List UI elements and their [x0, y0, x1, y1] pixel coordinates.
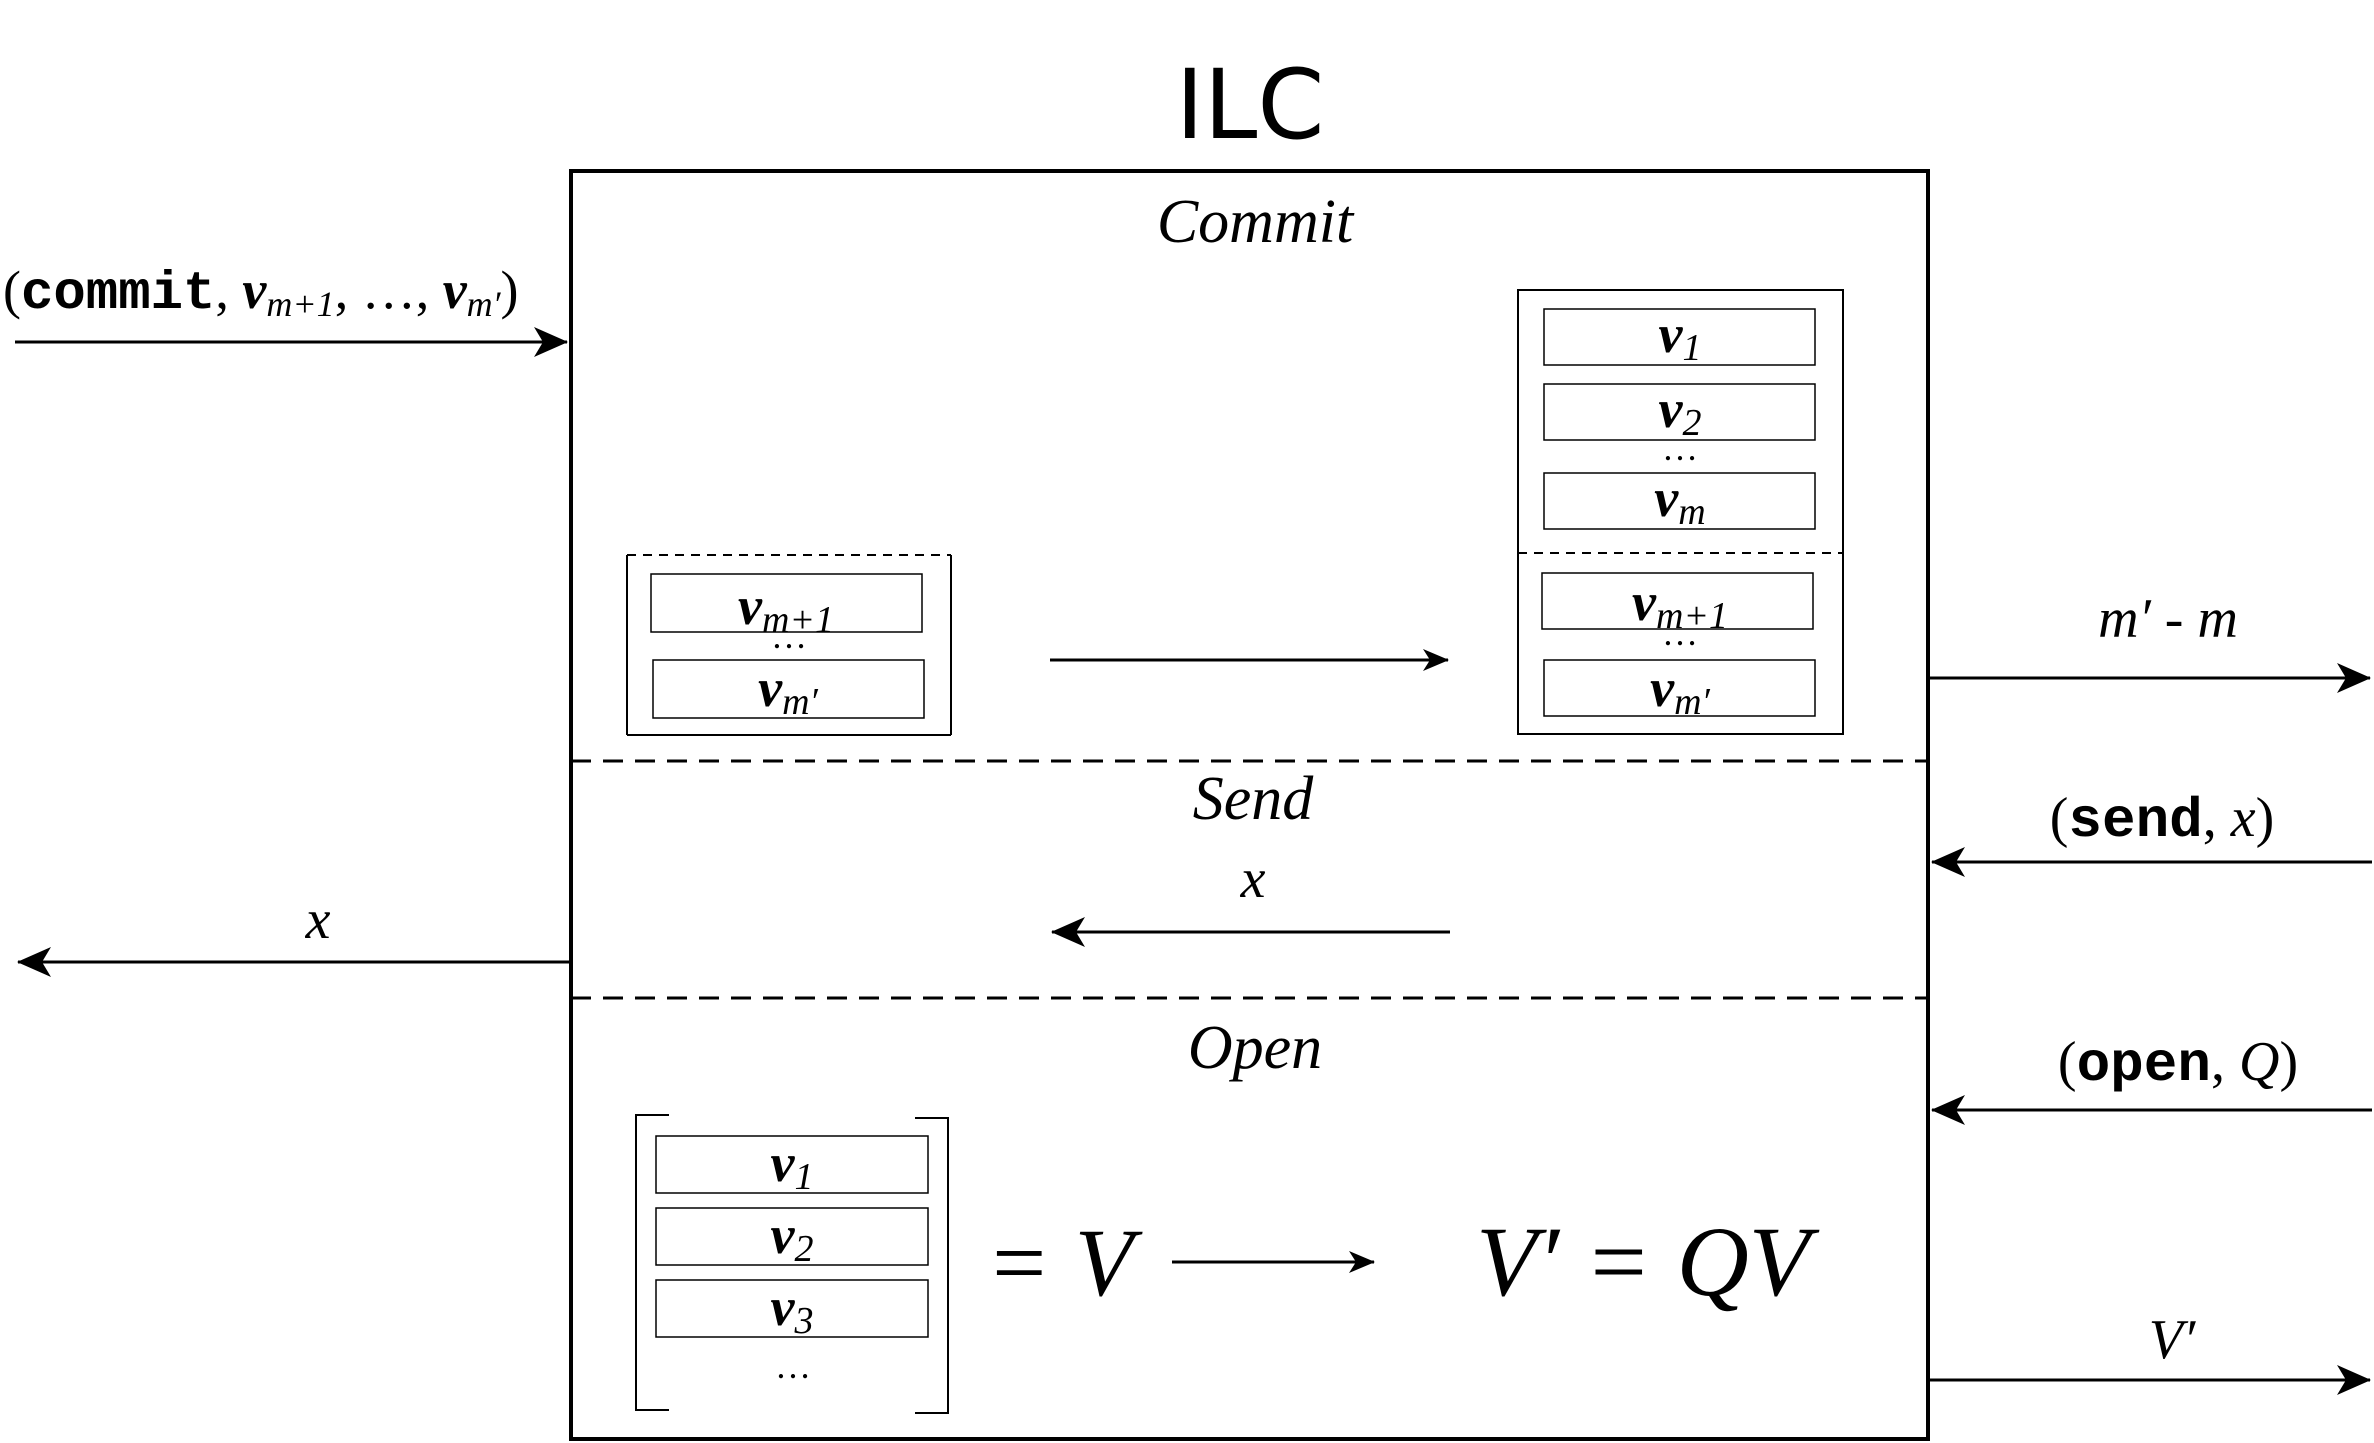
vector-label: v1 [1659, 304, 1702, 369]
ellipsis: … [775, 1346, 811, 1386]
vector-cell-m-plus-1 [650, 573, 923, 633]
result-equation: V′ = QV [1476, 1206, 1820, 1317]
stored-vectors-box: v1 v2 … vm vm+1 … vm′ [1517, 289, 1844, 735]
open-input-label: (open, Q) [2058, 1031, 2298, 1097]
new-vectors-box: vm+1 … vm′ [626, 554, 952, 736]
vector-cell-1 [1543, 308, 1816, 366]
vector-cell-2 [1543, 383, 1816, 441]
equals-v-label: = V [986, 1209, 1143, 1316]
vector-cell-m [1543, 472, 1816, 530]
diagram-title: ILC [1176, 49, 1325, 161]
vector-cell-m-plus-1 [1541, 572, 1814, 630]
vector-label: v3 [771, 1277, 814, 1342]
commit-output-label: m′ - m [2098, 588, 2238, 650]
matrix-vector-cell-1 [655, 1135, 929, 1194]
open-output-label: V′ [2149, 1309, 2196, 1371]
vector-label: v2 [771, 1205, 814, 1270]
send-input-label: (send, x) [2050, 787, 2275, 853]
send-section-label: Send [1193, 765, 1315, 833]
vector-label: vm′ [758, 658, 818, 723]
matrix-vector-cell-3 [655, 1279, 929, 1338]
vector-label: vm [1654, 468, 1705, 533]
vector-label: v1 [771, 1133, 814, 1198]
vector-label: vm′ [1650, 658, 1710, 723]
ilc-box [569, 169, 1930, 1441]
ellipsis: … [1662, 428, 1698, 468]
commit-input-label: (commit, vm+1, …, vm′) [3, 260, 519, 325]
vector-cell-m-prime [652, 659, 925, 719]
vector-cell-m-prime [1543, 659, 1816, 717]
vector-label: v2 [1659, 379, 1702, 444]
ellipsis: … [771, 616, 807, 656]
open-section-label: Open [1188, 1014, 1322, 1082]
matrix-bracket-left [635, 1114, 669, 1411]
vector-label: vm+1 [738, 576, 834, 641]
send-inner-label: x [1240, 848, 1266, 910]
matrix-vector-cell-2 [655, 1207, 929, 1266]
send-output-label: x [305, 889, 331, 951]
vector-label: vm+1 [1632, 572, 1728, 637]
ellipsis: … [1662, 613, 1698, 653]
commit-section-label: Commit [1157, 188, 1355, 256]
matrix-bracket-right [915, 1117, 949, 1414]
